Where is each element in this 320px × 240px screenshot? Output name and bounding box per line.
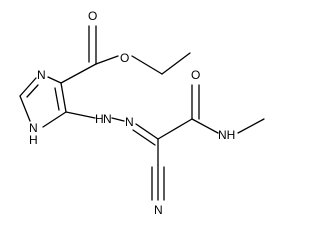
bond-c4-c5 [60,82,67,113]
bond-c4-c5-double [54,87,60,111]
bond-c4-carbonyl [60,63,97,84]
bond-n-c-double-inner [132,129,156,146]
atom-labels: O O N N H H N N O NH N [29,9,235,217]
bond-nh-methyl [237,118,265,134]
atom-ester-o: O [120,51,129,65]
bonds [19,25,265,201]
bond-carbonyl-ester-o [95,55,119,65]
atom-amide-nh: NH [218,128,235,142]
atom-hydrazone-n: N [125,115,134,129]
bond-ester-o-ch2 [131,55,163,75]
bond-n3-c4 [47,76,62,84]
atom-ring-n: N [37,68,46,82]
bond-nh-n [111,117,125,122]
atom-hydrazone-h: H [95,112,104,126]
bond-c5-n1 [42,111,67,128]
bond-c5-nh [65,111,96,119]
bond-c2-n3-double [19,77,37,97]
atom-nitrile-n: N [154,203,163,217]
chemical-structure-diagram: O O N N H H N N O NH N [19,9,265,217]
atom-carbonyl-o: O [88,9,97,23]
bond-ch2-ch3 [161,52,191,75]
bond-n1-c2 [19,95,31,122]
structure-canvas: O O N N H H N N O NH N [19,9,265,217]
bond-amide-c-n [191,118,219,134]
atom-hydrazone-nh: N [103,112,112,126]
atom-ring-nh-h: H [29,133,38,147]
bond-c-amide-c [157,118,193,140]
bond-n-c-double [135,123,159,140]
atom-amide-o: O [191,68,200,82]
atom-ring-nh-n: N [29,121,38,135]
bond-c2-n3-inner [26,84,39,98]
